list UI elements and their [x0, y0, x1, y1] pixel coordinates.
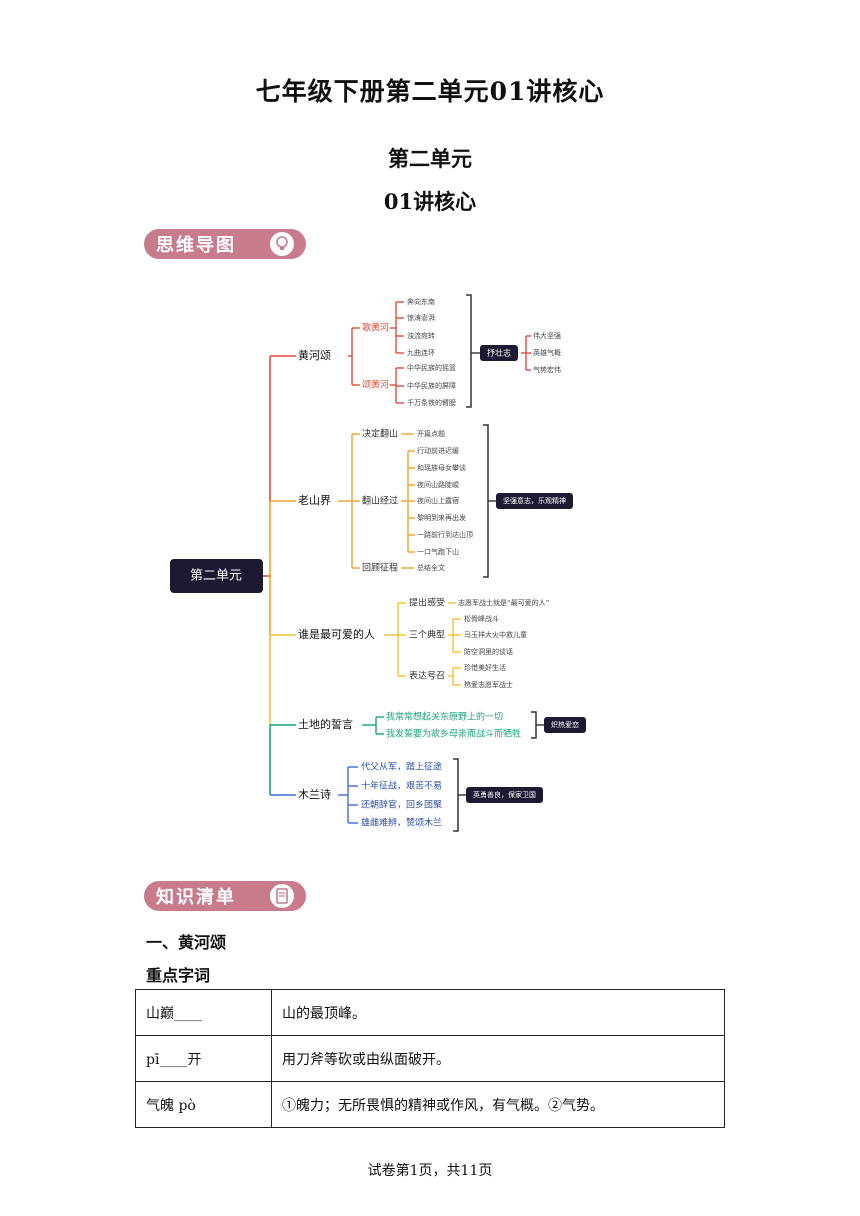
vocab-word: pī____开: [135, 1035, 272, 1082]
group-label: 颂黄河: [362, 379, 389, 391]
root-node: [170, 559, 263, 593]
branch-label: 土地的誓言: [298, 717, 353, 731]
branch-label: 木兰诗: [298, 787, 331, 801]
root-label: 第二单元: [190, 569, 242, 584]
leaf-label: 奔向东南: [407, 297, 435, 306]
bracket: [453, 758, 459, 832]
summary-tag: [496, 493, 573, 509]
summary-tag-label: 坚强意志，乐观精神: [503, 496, 566, 505]
group-label: 回顾征程: [362, 563, 398, 574]
leaf-label: 还朝辞官，回乡团聚: [361, 799, 442, 811]
leaf-label: 英雄气概: [533, 348, 561, 357]
leaf-label: 行动前进迟缓: [417, 446, 459, 455]
vocab-meaning: 山的最顶峰。: [271, 989, 725, 1036]
page-footer: 试卷第1页，共11页: [367, 1163, 493, 1179]
table-row: pī____开 用刀斧等砍或由纵面破开。: [135, 1035, 725, 1082]
bracket: [531, 711, 537, 739]
section-heading: 一、黄河颂: [146, 933, 227, 952]
mindmap-banner-label: 思维导图: [156, 235, 236, 256]
summary-tag: [480, 345, 518, 361]
vocab-word: 气魄 pò: [135, 1081, 272, 1128]
document-icon: [268, 882, 296, 910]
unit-heading: 第二单元: [388, 146, 472, 171]
bracket: [466, 294, 472, 408]
leaf-label: 中华民族的屏障: [407, 381, 456, 390]
leaf-label: 气势宏伟: [533, 365, 561, 374]
document-title: 七年级下册第二单元01讲核心: [255, 77, 605, 106]
bracket: [483, 424, 489, 578]
leaf-label: 和瑶族母女攀谈: [417, 463, 466, 472]
summary-tag-label: 英勇善良，保家卫国: [473, 790, 536, 799]
leaf-label: 总结全文: [417, 563, 445, 572]
summary-tag-label: 抒壮志: [487, 348, 511, 358]
lesson-heading: 01讲核心: [383, 189, 477, 214]
vocab-meaning: 用刀斧等砍或由纵面破开。: [271, 1035, 725, 1082]
leaf-label: 代父从军，踏上征途: [361, 761, 442, 773]
leaf-label: 十年征战，艰苦不易: [361, 780, 442, 792]
table-row: 气魄 pò ①魄力；无所畏惧的精神或作风，有气概。②气势。: [135, 1081, 725, 1128]
leaf-label: 夜间山路陡峻: [417, 480, 459, 489]
leaf-label: 一路前行到达山顶: [417, 530, 473, 539]
summary-tag: [466, 787, 543, 803]
leaf-label: 九曲连环: [407, 348, 435, 357]
summary-tag-label: 炽热爱恋: [551, 720, 579, 729]
group-label: 三个典型: [409, 629, 445, 641]
leaf-label: 浊流宛转: [407, 331, 435, 340]
knowledge-banner: 知识清单: [144, 881, 306, 911]
vocab-meaning: ①魄力；无所畏惧的精神或作风，有气概。②气势。: [271, 1081, 725, 1128]
knowledge-banner-label: 知识清单: [156, 887, 236, 908]
leaf-label: 马玉祥大火中救儿童: [464, 630, 527, 639]
leaf-label: 开篇点题: [417, 429, 445, 438]
leaf-label: 惊涛澎湃: [407, 313, 435, 322]
leaf-label: 志愿军战士就是“最可爱的人”: [458, 598, 549, 607]
group-label: 决定翻山: [362, 428, 398, 440]
leaf-label: 中华民族的摇篮: [407, 363, 456, 372]
leaf-label: 千万条铁的臂膀: [407, 398, 456, 407]
lightbulb-icon: [268, 230, 296, 258]
group-label: 提出感受: [409, 597, 445, 609]
group-label: 翻山经过: [362, 495, 398, 507]
subsection-heading: 重点字词: [146, 966, 211, 985]
mindmap-banner: 思维导图: [144, 229, 306, 259]
branch-label: 老山界: [298, 494, 331, 507]
leaf-label: 我常常想起关东原野上的一切: [386, 711, 503, 723]
leaf-label: 松骨峰战斗: [464, 614, 499, 623]
branch-label: 黄河颂: [298, 348, 331, 362]
vocab-table: 山巅____ 山的最顶峰。 pī____开 用刀斧等砍或由纵面破开。 气魄 pò…: [135, 989, 725, 1128]
leaf-label: 珍惜美好生活: [464, 663, 506, 672]
leaf-label: 雄雌难辨，赞颂木兰: [361, 817, 442, 829]
branch-label: 谁是最可爱的人: [298, 627, 375, 641]
leaf-label: 伟大坚强: [533, 331, 561, 340]
leaf-label: 防空洞里的谈话: [464, 647, 513, 656]
group-label: 表达号召: [409, 670, 445, 682]
leaf-label: 热爱志愿军战士: [464, 680, 513, 689]
vocab-word: 山巅____: [135, 989, 272, 1036]
leaf-label: 黎明到来再出发: [417, 513, 466, 522]
group-label: 歌黄河: [362, 322, 389, 334]
leaf-label: 我发誓要为故乡母亲而战斗而牺牲: [386, 728, 521, 740]
summary-tag: [544, 717, 586, 733]
table-row: 山巅____ 山的最顶峰。: [135, 989, 725, 1036]
leaf-label: 夜间山上露宿: [417, 496, 459, 505]
leaf-label: 一口气跑下山: [417, 547, 459, 556]
